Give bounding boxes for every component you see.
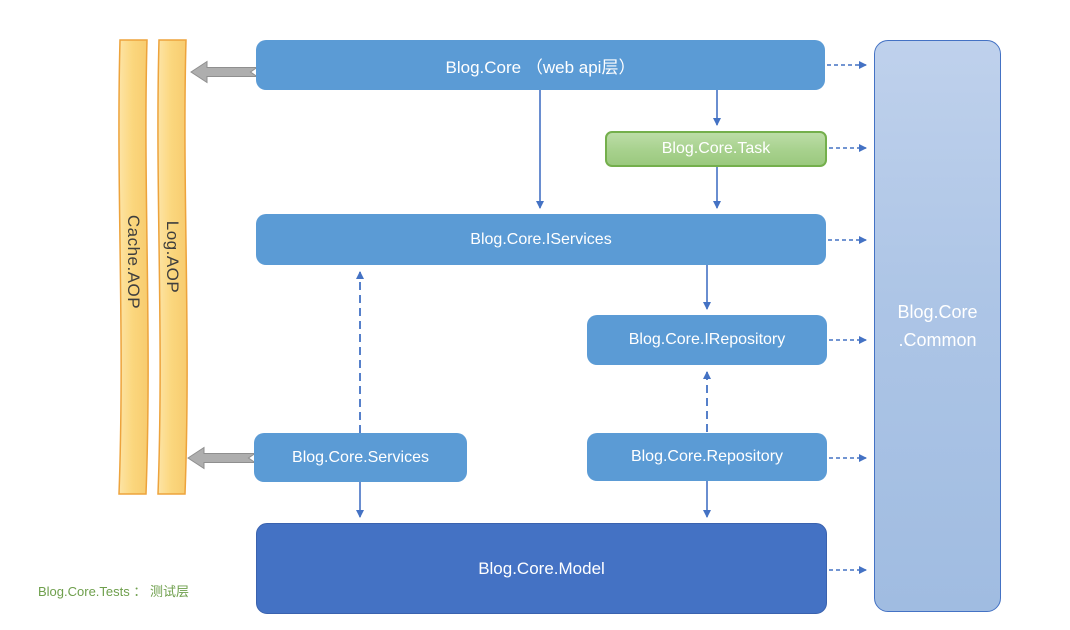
node-blog-core-common-label-line2: .Common bbox=[898, 330, 977, 350]
node-blog-core-irepository: Blog.Core.IRepository bbox=[587, 315, 827, 365]
cache-aop-band bbox=[118, 39, 149, 495]
log-aop-band bbox=[157, 39, 188, 495]
gray-arrow-services-to-aop bbox=[187, 446, 257, 470]
gray-arrow-blogcore-to-aop bbox=[190, 60, 259, 84]
node-blog-core-model-label: Blog.Core.Model bbox=[478, 558, 605, 578]
log-aop-label: Log.AOP bbox=[163, 220, 182, 294]
node-blog-core-common: Blog.Core .Common bbox=[874, 40, 1001, 612]
node-blog-core-task: Blog.Core.Task bbox=[605, 131, 827, 167]
node-blog-core-irepository-label: Blog.Core.IRepository bbox=[628, 331, 786, 348]
node-blog-core-services-label: Blog.Core.Services bbox=[292, 448, 429, 466]
node-blog-core-iservices: Blog.Core.IServices bbox=[256, 214, 826, 265]
node-blog-core-task-label: Blog.Core.Task bbox=[661, 140, 771, 157]
node-blog-core-iservices-label: Blog.Core.IServices bbox=[470, 230, 612, 248]
cache-aop-label: Cache.AOP bbox=[124, 214, 143, 310]
legend-note: Blog.Core.Tests ： 测试层 Blog.Core.Frame： 模… bbox=[38, 544, 193, 630]
legend-line-tests: Blog.Core.Tests ： 测试层 bbox=[38, 584, 189, 599]
node-blog-core-repository: Blog.Core.Repository bbox=[587, 433, 827, 481]
node-blog-core-common-label-line1: Blog.Core bbox=[897, 302, 978, 322]
node-blog-core: Blog.Core （web api层） bbox=[256, 40, 825, 90]
node-blog-core-repository-label: Blog.Core.Repository bbox=[630, 448, 784, 465]
node-blog-core-label: Blog.Core （web api层） bbox=[445, 57, 636, 77]
node-blog-core-model: Blog.Core.Model bbox=[256, 523, 827, 614]
node-blog-core-services: Blog.Core.Services bbox=[254, 433, 467, 482]
